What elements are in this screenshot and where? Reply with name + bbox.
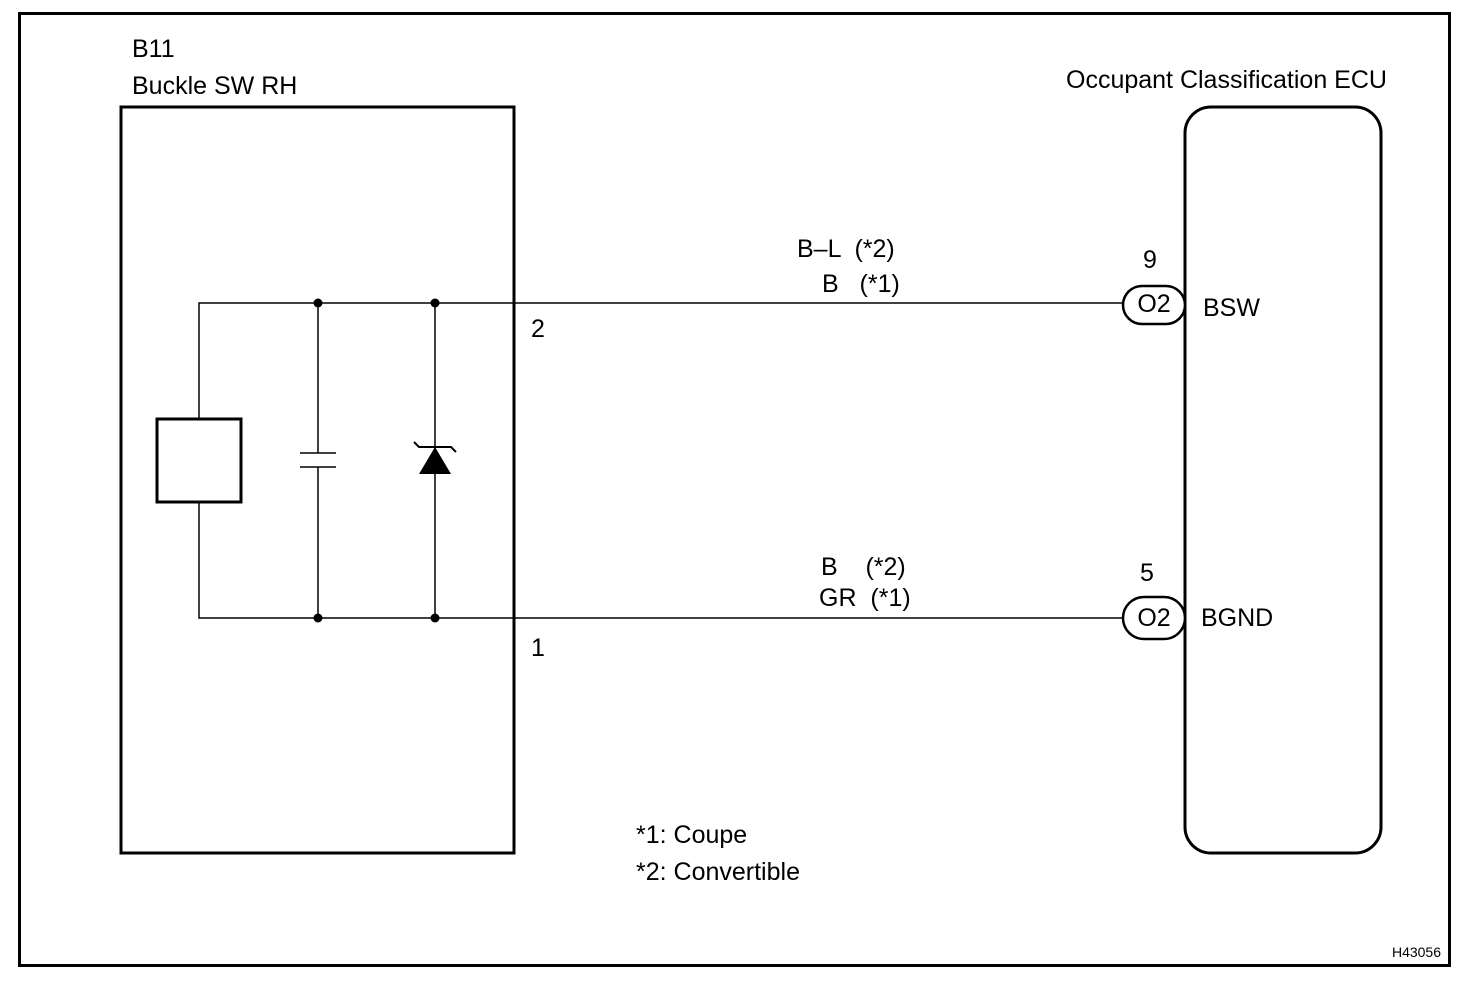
ecu-box xyxy=(1183,105,1383,855)
wire-harness: B–L (*2) B (*1) B (*2) GR (*1) xyxy=(514,235,1123,619)
terminal-pin-number: 9 xyxy=(1143,246,1157,274)
figure-id: H43056 xyxy=(1392,944,1441,960)
ecu-name: Occupant Classification ECU xyxy=(1066,66,1387,94)
buckle-switch-component: B11 Buckle SW RH 2 1 xyxy=(119,35,545,855)
wire-color-label: GR (*1) xyxy=(819,584,911,612)
diagram-frame xyxy=(18,12,1451,967)
internal-wire-top xyxy=(198,302,514,419)
junction-dot xyxy=(430,298,440,308)
buckle-switch-box xyxy=(119,105,516,855)
component-name: Buckle SW RH xyxy=(132,72,297,100)
connector-code: O2 xyxy=(1137,604,1170,632)
connector-badge xyxy=(1121,595,1187,641)
zener-diode-bar xyxy=(413,441,457,453)
note-line: *1: Coupe xyxy=(636,821,747,849)
terminal-signal: BSW xyxy=(1203,294,1260,322)
junction-dot xyxy=(313,298,323,308)
wire-color-label: B–L (*2) xyxy=(797,235,895,263)
terminal-signal: BGND xyxy=(1201,604,1273,632)
junction-dot xyxy=(313,613,323,623)
wire-color-label: B (*2) xyxy=(821,553,906,581)
ecu-component: Occupant Classification ECU 9 O2 BSW 5 O… xyxy=(1066,66,1387,855)
component-code: B11 xyxy=(132,35,175,63)
note-line: *2: Convertible xyxy=(636,858,800,886)
junction-dot xyxy=(430,613,440,623)
terminal-pin-number: 5 xyxy=(1140,559,1154,587)
pin-number: 1 xyxy=(531,634,545,662)
pin-number: 2 xyxy=(531,315,545,343)
internal-wire-bottom xyxy=(198,502,514,619)
zener-diode-icon xyxy=(419,447,451,474)
wire-color-label: B (*1) xyxy=(822,270,900,298)
resistor-element xyxy=(155,417,243,504)
connector-badge xyxy=(1121,284,1187,326)
connector-code: O2 xyxy=(1137,290,1170,318)
